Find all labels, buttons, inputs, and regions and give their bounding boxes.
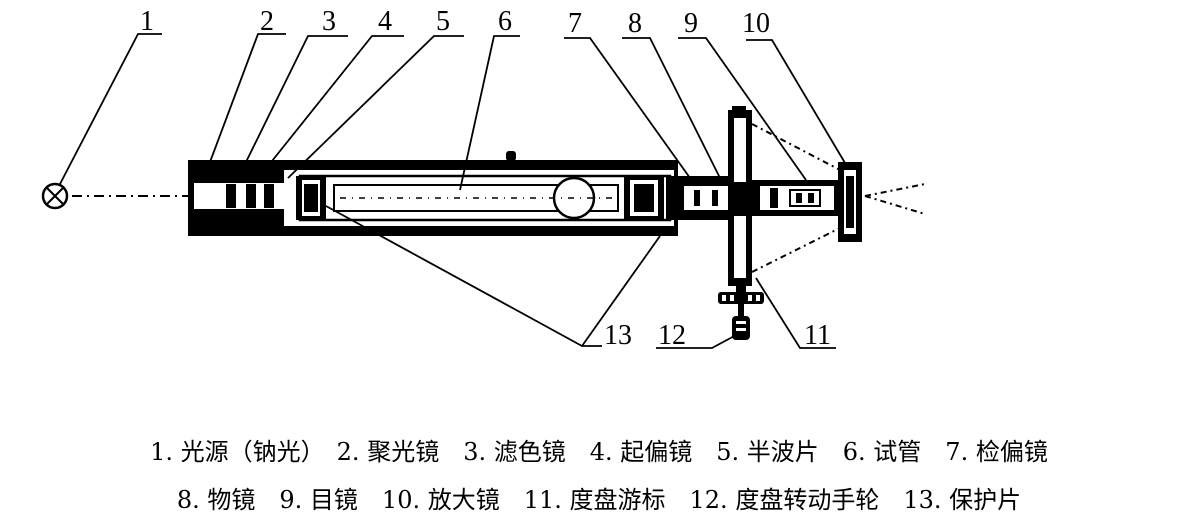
- label-11: 11: [804, 320, 831, 351]
- label-7: 7: [568, 8, 582, 39]
- label-3: 3: [322, 6, 336, 37]
- label-1: 1: [140, 6, 154, 37]
- leader-lines: [59, 33, 849, 349]
- label-4: 4: [378, 6, 392, 37]
- dial-knob: [718, 282, 764, 340]
- analyzer-housing: [666, 176, 732, 220]
- label-5: 5: [436, 6, 450, 37]
- label-8: 8: [628, 8, 642, 39]
- label-13: 13: [604, 320, 632, 351]
- label-10: 10: [742, 8, 770, 39]
- label-12: 12: [658, 320, 686, 351]
- label-6: 6: [498, 6, 512, 37]
- label-9: 9: [684, 8, 698, 39]
- polarimeter-diagram: 1 2 3 4 5 6 7 8 9 10 11 12 13: [41, 6, 926, 351]
- eyepiece-tube: [752, 180, 840, 216]
- legend-line-1: 1. 光源（钠光） 2. 聚光镜 3. 滤色镜 4. 起偏镜 5. 半波片 6.…: [150, 438, 1048, 466]
- light-source: [41, 182, 69, 210]
- sample-tube: [296, 174, 672, 222]
- optical-axis-right: [864, 183, 926, 197]
- dial-sightline-bottom: [751, 227, 841, 273]
- label-2: 2: [260, 6, 274, 37]
- dial-sightline-top: [751, 123, 841, 171]
- magnifier: [838, 162, 862, 242]
- legend-line-2: 8. 物镜 9. 目镜 10. 放大镜 11. 度盘游标 12. 度盘转动手轮 …: [176, 486, 1022, 514]
- optical-axis-right-2: [864, 195, 926, 215]
- dial-body: [728, 106, 752, 286]
